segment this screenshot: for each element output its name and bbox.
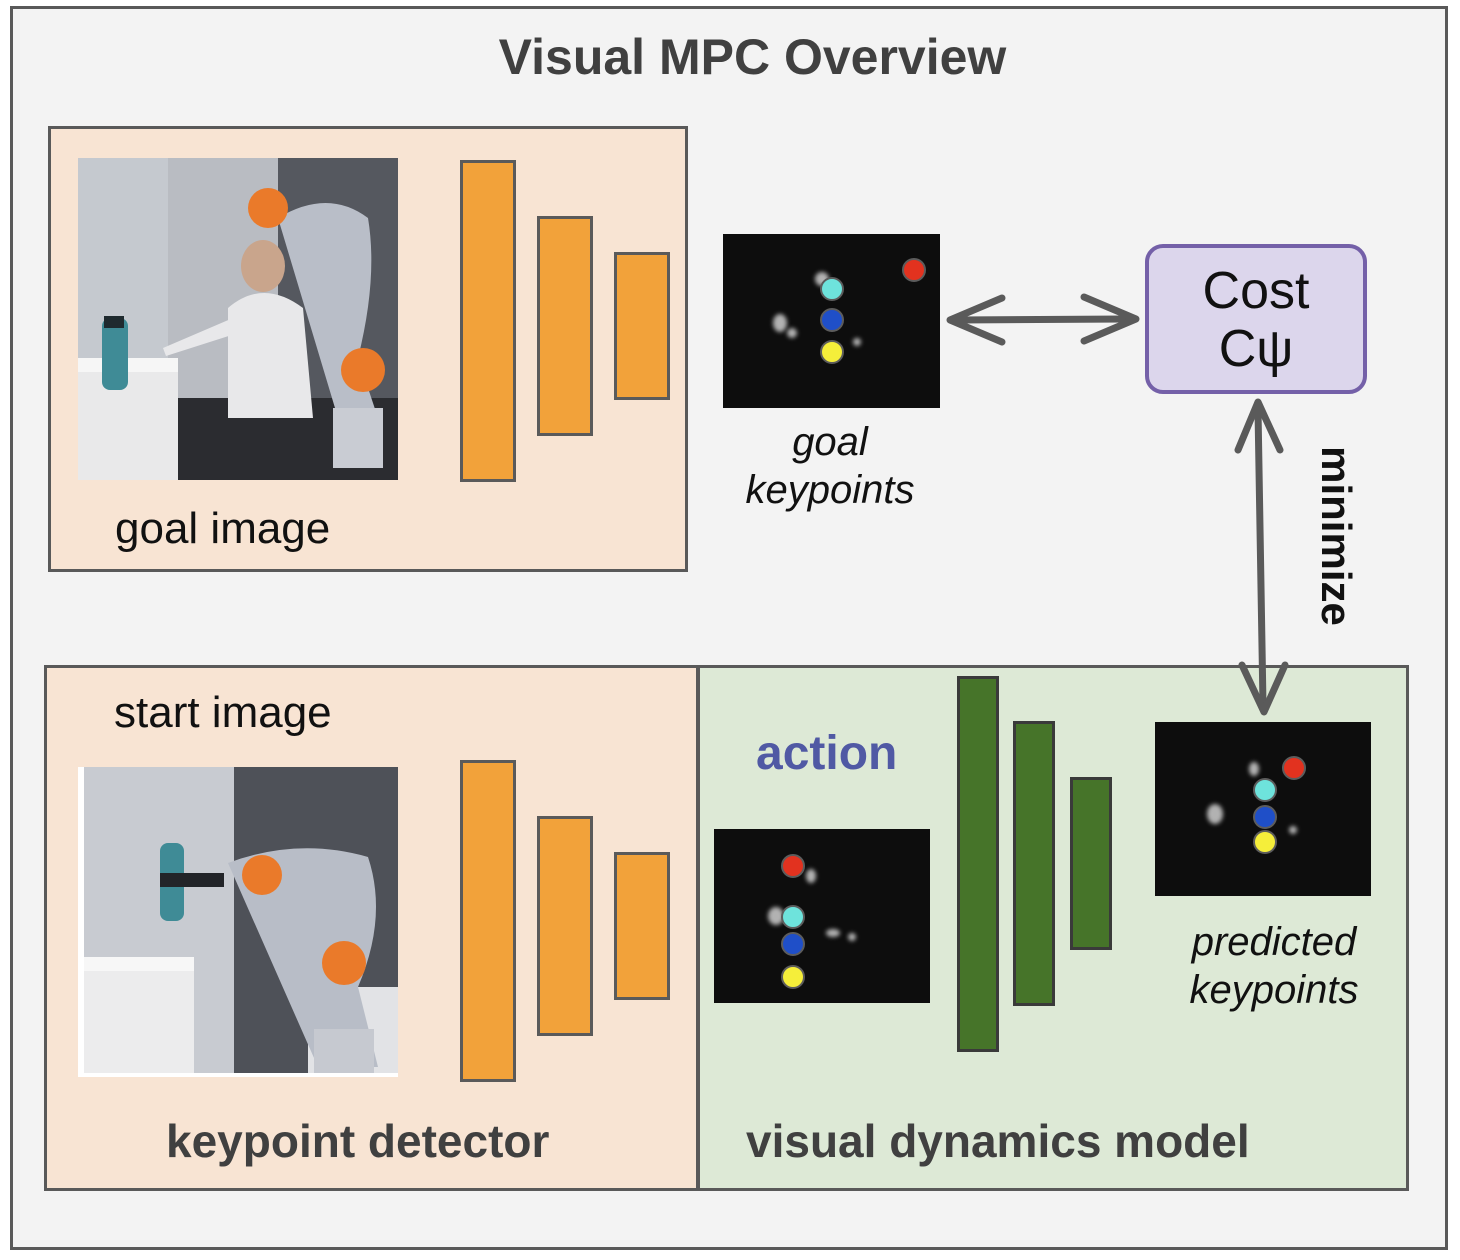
keypoint-cyan <box>1253 778 1277 802</box>
goal-keypoints-label: goal keypoints <box>710 418 950 514</box>
start-encoder-layer-2 <box>537 816 593 1036</box>
keypoint-yellow <box>781 965 805 989</box>
cost-label: Cost <box>1202 262 1310 320</box>
goal-encoder-layer-1 <box>460 160 516 482</box>
goal-encoder-layer-2 <box>537 216 593 436</box>
cost-symbol: Cψ <box>1218 320 1294 378</box>
goal-cost-arrow-shaft <box>954 315 1130 324</box>
keypoint-blob <box>773 314 787 332</box>
current-keypoints-map <box>714 829 930 1003</box>
keypoint-cyan <box>820 277 844 301</box>
keypoint-blob <box>853 338 861 346</box>
arrow-head-left-icon <box>946 294 1006 346</box>
goal-image-label: goal image <box>115 504 331 553</box>
start-encoder-layer-3 <box>614 852 670 1000</box>
goal-image <box>78 158 398 480</box>
keypoint-blob <box>848 933 856 941</box>
keypoint-blue <box>781 932 805 956</box>
dynamics-layer-1 <box>957 676 999 1052</box>
goal-keypoints-label-line1: goal <box>792 420 868 464</box>
start-encoder-layer-1 <box>460 760 516 1082</box>
keypoint-blue <box>820 308 844 332</box>
keypoint-detector-label: keypoint detector <box>166 1115 550 1167</box>
keypoint-blob <box>1249 762 1259 776</box>
start-image-label: start image <box>114 688 332 737</box>
keypoint-blue <box>1253 805 1277 829</box>
keypoint-blob <box>768 907 784 925</box>
keypoint-cyan <box>781 905 805 929</box>
keypoint-red <box>781 854 805 878</box>
keypoint-blob <box>806 869 816 883</box>
minimize-arrow-shaft <box>1254 406 1267 709</box>
goal-keypoints-label-line2: keypoints <box>745 468 915 512</box>
dynamics-layer-3 <box>1070 777 1112 950</box>
dynamics-layer-2 <box>1013 721 1055 1006</box>
visual-dynamics-label: visual dynamics model <box>746 1115 1250 1167</box>
action-label: action <box>756 727 898 780</box>
cost-box: Cost Cψ <box>1145 244 1367 394</box>
arrow-head-up-icon <box>1234 398 1284 454</box>
predicted-keypoints-label-line2: keypoints <box>1189 968 1359 1012</box>
predicted-keypoints-map <box>1155 722 1371 896</box>
goal-encoder-layer-3 <box>614 252 670 400</box>
keypoint-red <box>902 258 926 282</box>
diagram-title: Visual MPC Overview <box>498 29 1007 85</box>
keypoint-blob <box>1289 826 1297 834</box>
predicted-keypoints-label-line1: predicted <box>1191 920 1357 964</box>
predicted-keypoints-label: predicted keypoints <box>1150 918 1398 1014</box>
arrow-head-down-icon <box>1238 661 1289 716</box>
arrow-head-right-icon <box>1080 293 1140 345</box>
start-image-illustration <box>84 767 398 1073</box>
start-image <box>78 767 398 1077</box>
goal-image-illustration <box>78 158 398 480</box>
keypoint-blob <box>1207 804 1223 824</box>
keypoint-yellow <box>820 340 844 364</box>
keypoint-yellow <box>1253 830 1277 854</box>
goal-keypoints-map <box>723 234 940 408</box>
keypoint-red <box>1282 756 1306 780</box>
keypoint-blob <box>787 328 797 338</box>
keypoint-blob <box>826 929 840 937</box>
